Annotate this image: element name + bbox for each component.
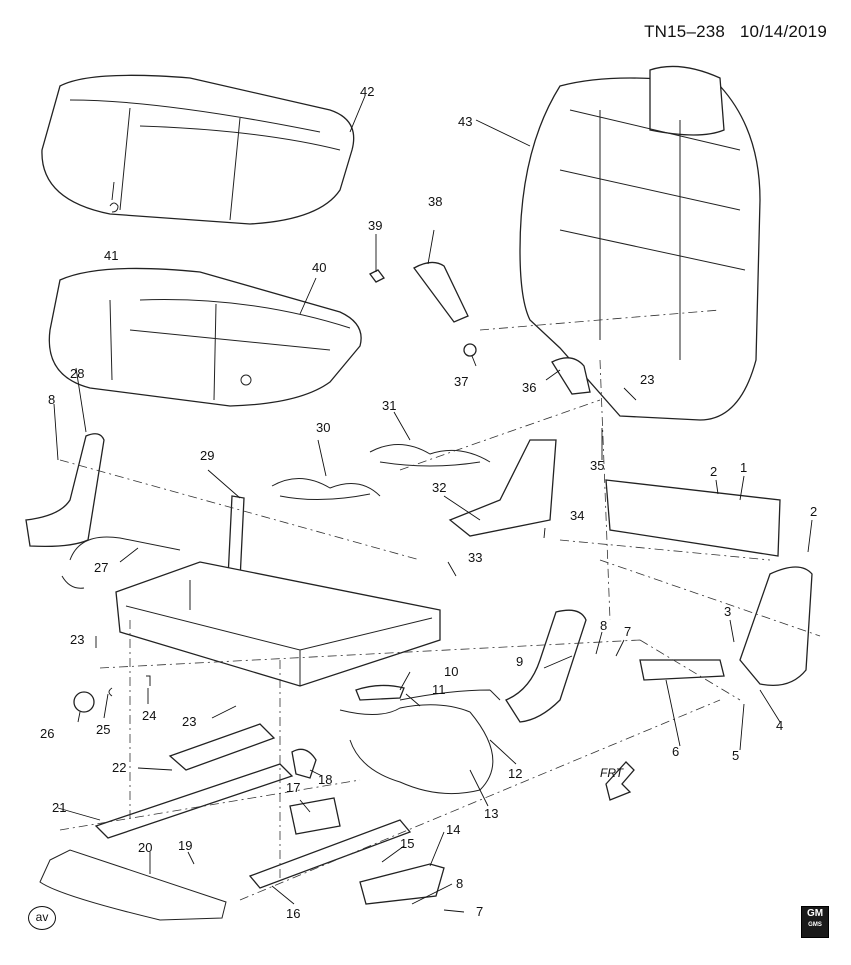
callout-43: 43 <box>458 114 472 129</box>
callout-18: 18 <box>318 772 332 787</box>
callout-20: 20 <box>138 840 152 855</box>
callout-8b: 8 <box>600 618 607 633</box>
front-direction-label: FRT <box>600 766 624 780</box>
callout-42: 42 <box>360 84 374 99</box>
callout-23b: 23 <box>70 632 84 647</box>
seat-track-right <box>248 819 412 889</box>
seat-cushion-cover <box>41 74 355 225</box>
callout-23c: 23 <box>182 714 196 729</box>
callout-7: 7 <box>624 624 631 639</box>
callout-14: 14 <box>446 822 460 837</box>
callout-31: 31 <box>382 398 396 413</box>
callout-34: 34 <box>570 508 584 523</box>
callout-8: 8 <box>48 392 55 407</box>
callout-8c: 8 <box>456 876 463 891</box>
callout-26: 26 <box>40 726 54 741</box>
callout-4: 4 <box>776 718 783 733</box>
callout-27: 27 <box>94 560 108 575</box>
seat-frame <box>115 561 441 687</box>
callout-38: 38 <box>428 194 442 209</box>
diagram-date: 10/14/2019 <box>739 22 827 41</box>
callout-41: 41 <box>104 248 118 263</box>
seat-back-frame <box>605 479 781 557</box>
callout-5: 5 <box>732 748 739 763</box>
callout-21: 21 <box>52 800 66 815</box>
callout-36: 36 <box>522 380 536 395</box>
callout-12: 12 <box>508 766 522 781</box>
callout-10: 10 <box>444 664 458 679</box>
diagram-reference: TN15–238 10/14/2019 <box>644 22 827 42</box>
callout-25: 25 <box>96 722 110 737</box>
callout-19: 19 <box>178 838 192 853</box>
callout-22: 22 <box>112 760 126 775</box>
callout-30: 30 <box>316 420 330 435</box>
side-trim <box>25 433 105 548</box>
callout-15: 15 <box>400 836 414 851</box>
callout-24: 24 <box>142 708 156 723</box>
callout-33: 33 <box>468 550 482 565</box>
av-badge: av <box>28 906 56 930</box>
callout-39: 39 <box>368 218 382 233</box>
gm-logo-icon: GM GMS <box>801 906 829 938</box>
callout-28: 28 <box>70 366 84 381</box>
seat-track-lower <box>94 763 294 839</box>
callout-1: 1 <box>740 460 747 475</box>
diagram-id: TN15–238 <box>644 22 726 41</box>
callout-16: 16 <box>286 906 300 921</box>
callout-3: 3 <box>724 604 731 619</box>
callout-35: 35 <box>590 458 604 473</box>
side-cover <box>739 566 813 687</box>
callout-32: 32 <box>432 480 446 495</box>
callout-2b: 2 <box>810 504 817 519</box>
latch-cover <box>413 261 469 323</box>
seat-track-upper <box>168 723 276 771</box>
callout-29: 29 <box>200 448 214 463</box>
front-cover <box>359 863 445 905</box>
callout-23: 23 <box>640 372 654 387</box>
callout-9: 9 <box>516 654 523 669</box>
callout-6: 6 <box>672 744 679 759</box>
callout-11: 11 <box>432 682 446 697</box>
callout-7b: 7 <box>476 904 483 919</box>
callout-40: 40 <box>312 260 326 275</box>
callout-37: 37 <box>454 374 468 389</box>
callout-2a: 2 <box>710 464 717 479</box>
callout-17: 17 <box>286 780 300 795</box>
callout-13: 13 <box>484 806 498 821</box>
